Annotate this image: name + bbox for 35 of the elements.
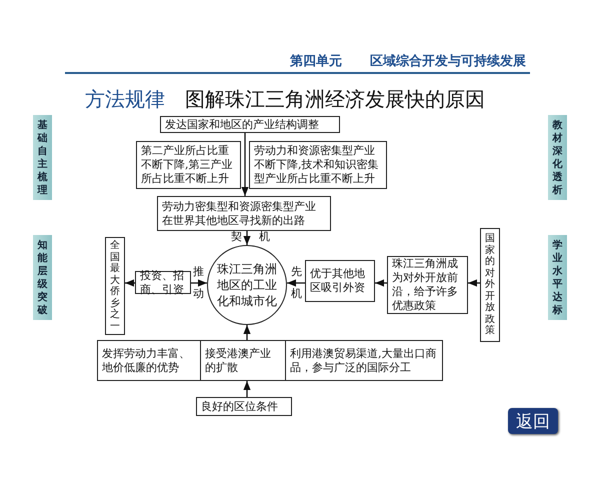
process-box: 接受港澳产业的扩散 bbox=[200, 340, 286, 381]
diagram-title: 图解珠江三角洲经济发展快的原因 bbox=[185, 86, 485, 113]
process-box: 珠江三角洲成为对外开放前沿，给予许多优惠政策 bbox=[387, 256, 468, 314]
arrow bbox=[286, 279, 305, 287]
side-tab: 教材深化透析 bbox=[548, 115, 567, 200]
unit-heading: 第四单元 bbox=[290, 53, 342, 70]
back-button: 返回 bbox=[508, 408, 558, 434]
process-box: 第二产业所占比重不断下降,第三产业所占比重不断上升 bbox=[136, 141, 241, 189]
edge-label: 先机 bbox=[291, 264, 303, 302]
section-heading: 方法规律 bbox=[85, 86, 165, 113]
process-circle: 珠江三角洲地区的工业化和城市化 bbox=[207, 245, 287, 325]
arrow bbox=[191, 279, 208, 287]
process-box: 劳动力和资源密集型产业不断下降,技术和知识密集型产业所占比重不断上升 bbox=[249, 141, 387, 189]
arrow bbox=[375, 279, 387, 287]
process-box: 全国最大侨乡之一 bbox=[105, 237, 125, 335]
process-box: 优于其他地区吸引外资 bbox=[305, 260, 375, 302]
side-tab: 基础自主梳理 bbox=[33, 115, 52, 200]
arrow bbox=[243, 231, 251, 245]
process-box: 利用港澳贸易渠道,大量出口商品，参与广泛的国际分工 bbox=[285, 340, 443, 381]
process-box: 良好的区位条件 bbox=[196, 397, 292, 416]
process-box: 发挥劳动力丰富、地价低廉的优势 bbox=[97, 340, 201, 381]
unit-heading: 区域综合开发与可持续发展 bbox=[370, 52, 526, 70]
side-tab: 知能层级突破 bbox=[33, 235, 52, 320]
edge-label: 推动 bbox=[193, 264, 205, 302]
side-tab: 学业水平达标 bbox=[548, 235, 567, 320]
arrow bbox=[241, 133, 249, 196]
arrow bbox=[243, 325, 251, 340]
process-box: 国家的对外开放政策 bbox=[480, 228, 500, 342]
process-box: 发达国家和地区的产业结构调整 bbox=[160, 116, 340, 133]
arrow bbox=[243, 381, 251, 397]
arrow bbox=[468, 279, 480, 287]
arrow bbox=[125, 279, 135, 287]
process-box: 投资、招商、引资 bbox=[135, 271, 191, 294]
edge-label: 契机 bbox=[231, 229, 287, 244]
process-box: 劳动力密集型和资源密集型产业在世界其他地区寻找新的出路 bbox=[157, 196, 331, 231]
